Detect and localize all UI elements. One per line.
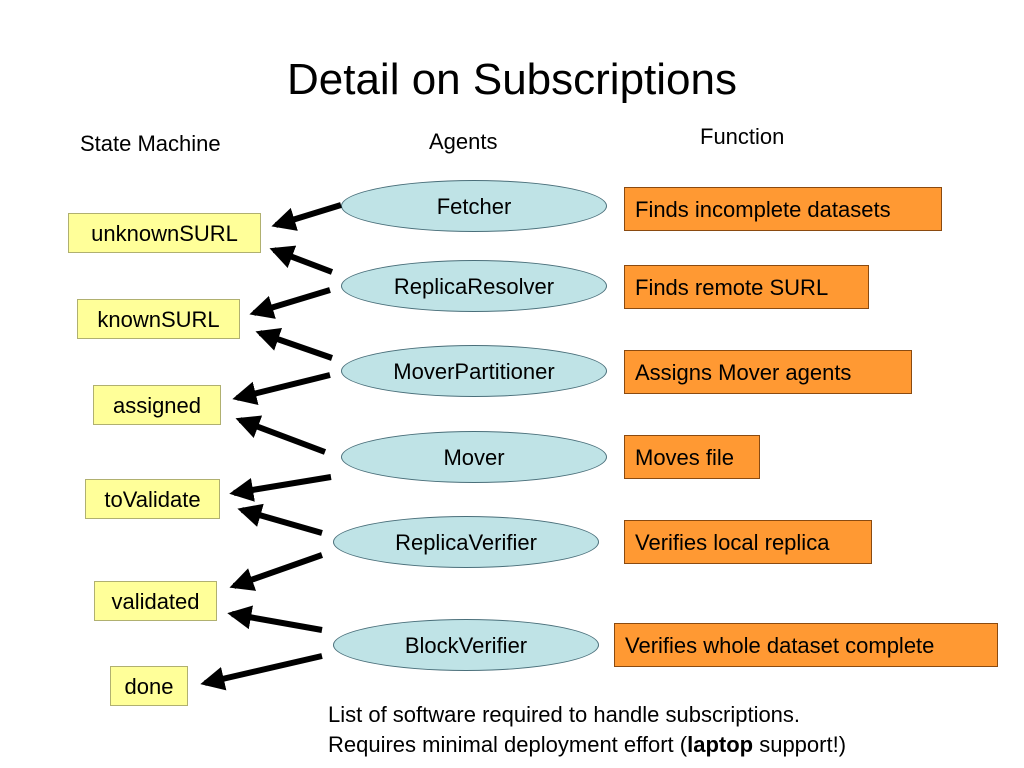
arrow-moverpartitioner-to-assigned — [232, 372, 331, 406]
state-validated: validated — [94, 581, 217, 621]
state-tovalidate: toValidate — [85, 479, 220, 519]
state-unknownsurl: unknownSURL — [68, 213, 261, 253]
arrow-replicaresolver-to-knownsurl — [249, 287, 331, 319]
function-moves-file: Moves file — [624, 435, 760, 479]
arrow-mover-to-assigned — [235, 415, 327, 455]
arrow-replicaverifier-to-validated — [229, 552, 323, 591]
function-header: Function — [700, 124, 785, 149]
slide-title: Detail on Subscriptions — [286, 55, 737, 104]
arrow-blockverifier-to-done — [200, 653, 323, 691]
note-laptop-emphasis: laptop — [687, 732, 754, 757]
agent-replicaverifier: ReplicaVerifier — [333, 516, 599, 568]
arrow-replicaverifier-to-tovalidate — [237, 503, 323, 536]
state-assigned: assigned — [93, 385, 221, 425]
function-assigns-mover-agents: Assigns Mover agents — [624, 350, 912, 394]
function-verifies-local-replica: Verifies local replica — [624, 520, 872, 564]
function-verifies-whole-dataset-complete: Verifies whole dataset complete — [614, 623, 998, 667]
function-finds-remote-surl: Finds remote SURL — [624, 265, 869, 309]
arrow-mover-to-tovalidate — [229, 474, 332, 502]
arrow-moverpartitioner-to-knownsurl — [255, 327, 333, 361]
state-machine-header: State Machine — [80, 131, 221, 156]
note-line-2-text: Requires minimal deployment effort ( — [328, 732, 688, 757]
agent-fetcher: Fetcher — [341, 180, 607, 232]
state-done: done — [110, 666, 188, 706]
function-finds-incomplete-datasets: Finds incomplete datasets — [624, 187, 942, 231]
note-line-1: List of software required to handle subs… — [328, 702, 801, 727]
agent-mover: Mover — [341, 431, 607, 483]
agent-moverpartitioner: MoverPartitioner — [341, 345, 607, 397]
state-knownsurl: knownSURL — [77, 299, 240, 339]
agent-replicaresolver: ReplicaResolver — [341, 260, 607, 312]
arrow-fetcher-to-unknownsurl — [271, 202, 342, 231]
agent-blockverifier: BlockVerifier — [333, 619, 599, 671]
agents-header: Agents — [429, 129, 498, 154]
arrow-replicaresolver-to-unknownsurl — [269, 245, 334, 275]
note-line-2-end: support!) — [753, 732, 847, 757]
note-line-2: Requires minimal deployment effort (lapt… — [328, 730, 846, 760]
arrow-blockverifier-to-validated — [227, 605, 323, 633]
